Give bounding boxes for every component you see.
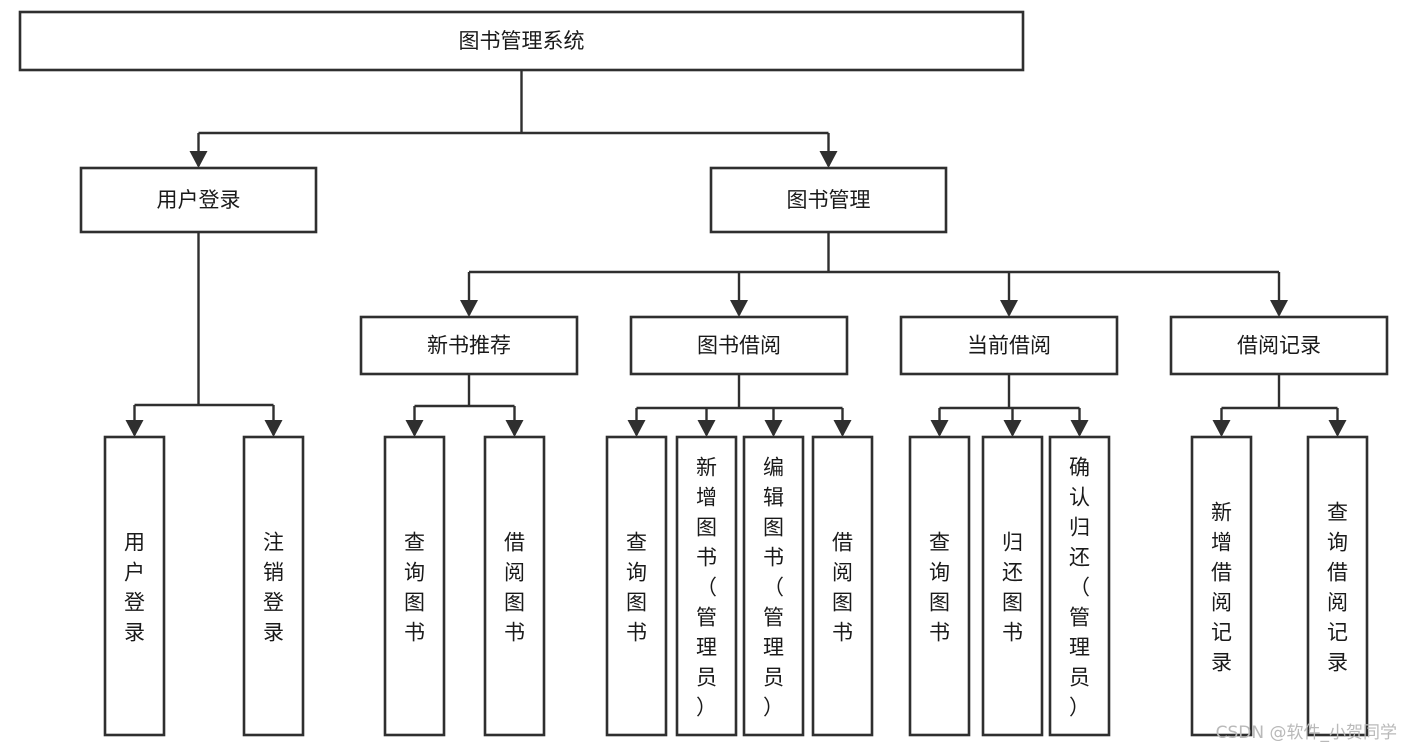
book-management-arrow-icon-3 bbox=[1270, 300, 1288, 317]
node-label-leaf-return-book: 归还图书 bbox=[1002, 530, 1023, 644]
node-current-borrow[interactable]: 当前借阅 bbox=[899, 315, 1119, 376]
leaf-user-login-arrow-icon-0 bbox=[125, 420, 144, 437]
root-arrow-icon-0 bbox=[189, 151, 208, 168]
node-box-leaf-add-book-admin bbox=[675, 435, 738, 737]
node-label-book-management: 图书管理 bbox=[787, 188, 871, 212]
node-leaf-query-book-recommend[interactable]: 查询图书 bbox=[383, 435, 446, 737]
node-leaf-user-logout[interactable]: 注销登录 bbox=[242, 435, 305, 737]
leaf-book-borrow-arrow-icon-3 bbox=[833, 420, 852, 437]
root-arrow-icon-1 bbox=[819, 151, 838, 168]
node-leaf-query-book-borrow[interactable]: 查询图书 bbox=[605, 435, 668, 737]
node-label-leaf-edit-book-admin: 编辑图书（管理员） bbox=[763, 455, 784, 719]
leaf-new-book-recommend-arrow-icon-0 bbox=[405, 420, 424, 437]
node-label-leaf-query-borrow-record: 查询借阅记录 bbox=[1327, 500, 1348, 674]
leaf-book-borrow-arrow-icon-2 bbox=[764, 420, 783, 437]
book-management-arrow-icon-2 bbox=[1000, 300, 1018, 317]
node-label-leaf-user-login: 用户登录 bbox=[124, 530, 145, 644]
node-label-leaf-query-book-recommend: 查询图书 bbox=[404, 530, 425, 644]
node-label-leaf-borrow-book-recommend: 借阅图书 bbox=[504, 530, 525, 644]
node-label-book-borrow: 图书借阅 bbox=[697, 334, 781, 358]
leaf-book-borrow-arrow-icon-0 bbox=[627, 420, 646, 437]
node-label-leaf-confirm-return-admin: 确认归还（管理员） bbox=[1069, 455, 1090, 719]
node-label-new-book-recommend: 新书推荐 bbox=[427, 334, 511, 358]
node-box-leaf-return-book bbox=[981, 435, 1044, 737]
node-box-leaf-query-book-current bbox=[908, 435, 971, 737]
node-leaf-confirm-return-admin[interactable]: 确认归还（管理员） bbox=[1048, 435, 1111, 737]
diagram-nodes: 图书管理系统用户登录图书管理新书推荐图书借阅当前借阅借阅记录用户登录注销登录查询… bbox=[18, 10, 1389, 737]
node-label-borrow-records: 借阅记录 bbox=[1237, 334, 1321, 358]
node-label-user-login: 用户登录 bbox=[157, 188, 241, 212]
node-box-leaf-edit-book-admin bbox=[742, 435, 805, 737]
leaf-current-borrow-arrow-icon-0 bbox=[930, 420, 949, 437]
node-box-leaf-user-logout bbox=[242, 435, 305, 737]
node-user-login[interactable]: 用户登录 bbox=[79, 166, 318, 234]
leaf-borrow-records-arrow-icon-0 bbox=[1212, 420, 1231, 437]
node-leaf-user-login[interactable]: 用户登录 bbox=[103, 435, 166, 737]
node-leaf-query-borrow-record[interactable]: 查询借阅记录 bbox=[1306, 435, 1369, 737]
leaf-current-borrow-arrow-icon-2 bbox=[1070, 420, 1089, 437]
node-leaf-query-book-current[interactable]: 查询图书 bbox=[908, 435, 971, 737]
node-book-borrow[interactable]: 图书借阅 bbox=[629, 315, 849, 376]
node-label-leaf-query-book-current: 查询图书 bbox=[929, 530, 950, 644]
book-management-arrow-icon-1 bbox=[730, 300, 748, 317]
node-book-management[interactable]: 图书管理 bbox=[709, 166, 948, 234]
node-box-leaf-query-book-recommend bbox=[383, 435, 446, 737]
connector-lines bbox=[125, 70, 1347, 437]
node-box-leaf-add-borrow-record bbox=[1190, 435, 1253, 737]
leaf-book-borrow-arrow-icon-1 bbox=[697, 420, 716, 437]
leaf-current-borrow-arrow-icon-1 bbox=[1003, 420, 1022, 437]
leaf-borrow-records-arrow-icon-1 bbox=[1328, 420, 1347, 437]
node-label-leaf-add-borrow-record: 新增借阅记录 bbox=[1211, 500, 1232, 674]
node-label-leaf-query-book-borrow: 查询图书 bbox=[626, 530, 647, 644]
node-label-root: 图书管理系统 bbox=[459, 29, 585, 53]
node-leaf-borrow-book-recommend[interactable]: 借阅图书 bbox=[483, 435, 546, 737]
node-box-leaf-borrow-book bbox=[811, 435, 874, 737]
node-box-leaf-query-borrow-record bbox=[1306, 435, 1369, 737]
csdn-watermark: CSDN @软件_小贺同学 bbox=[1215, 723, 1397, 743]
node-label-leaf-borrow-book: 借阅图书 bbox=[832, 530, 853, 644]
node-box-book-borrow bbox=[629, 315, 849, 376]
node-borrow-records[interactable]: 借阅记录 bbox=[1169, 315, 1389, 376]
node-new-book-recommend[interactable]: 新书推荐 bbox=[359, 315, 579, 376]
node-leaf-edit-book-admin[interactable]: 编辑图书（管理员） bbox=[742, 435, 805, 737]
node-box-leaf-borrow-book-recommend bbox=[483, 435, 546, 737]
node-box-current-borrow bbox=[899, 315, 1119, 376]
node-root[interactable]: 图书管理系统 bbox=[18, 10, 1025, 72]
node-label-leaf-user-logout: 注销登录 bbox=[263, 530, 284, 644]
node-leaf-borrow-book[interactable]: 借阅图书 bbox=[811, 435, 874, 737]
node-box-user-login bbox=[79, 166, 318, 234]
node-leaf-add-book-admin[interactable]: 新增图书（管理员） bbox=[675, 435, 738, 737]
node-box-borrow-records bbox=[1169, 315, 1389, 376]
node-label-current-borrow: 当前借阅 bbox=[967, 334, 1051, 358]
node-box-leaf-user-login bbox=[103, 435, 166, 737]
node-label-leaf-add-book-admin: 新增图书（管理员） bbox=[696, 455, 717, 719]
node-box-book-management bbox=[709, 166, 948, 234]
node-box-leaf-query-book-borrow bbox=[605, 435, 668, 737]
node-leaf-add-borrow-record[interactable]: 新增借阅记录 bbox=[1190, 435, 1253, 737]
node-box-leaf-confirm-return-admin bbox=[1048, 435, 1111, 737]
node-box-new-book-recommend bbox=[359, 315, 579, 376]
book-management-arrow-icon-0 bbox=[460, 300, 478, 317]
node-leaf-return-book[interactable]: 归还图书 bbox=[981, 435, 1044, 737]
node-box-root bbox=[18, 10, 1025, 72]
leaf-new-book-recommend-arrow-icon-1 bbox=[505, 420, 524, 437]
leaf-user-login-arrow-icon-1 bbox=[264, 420, 283, 437]
